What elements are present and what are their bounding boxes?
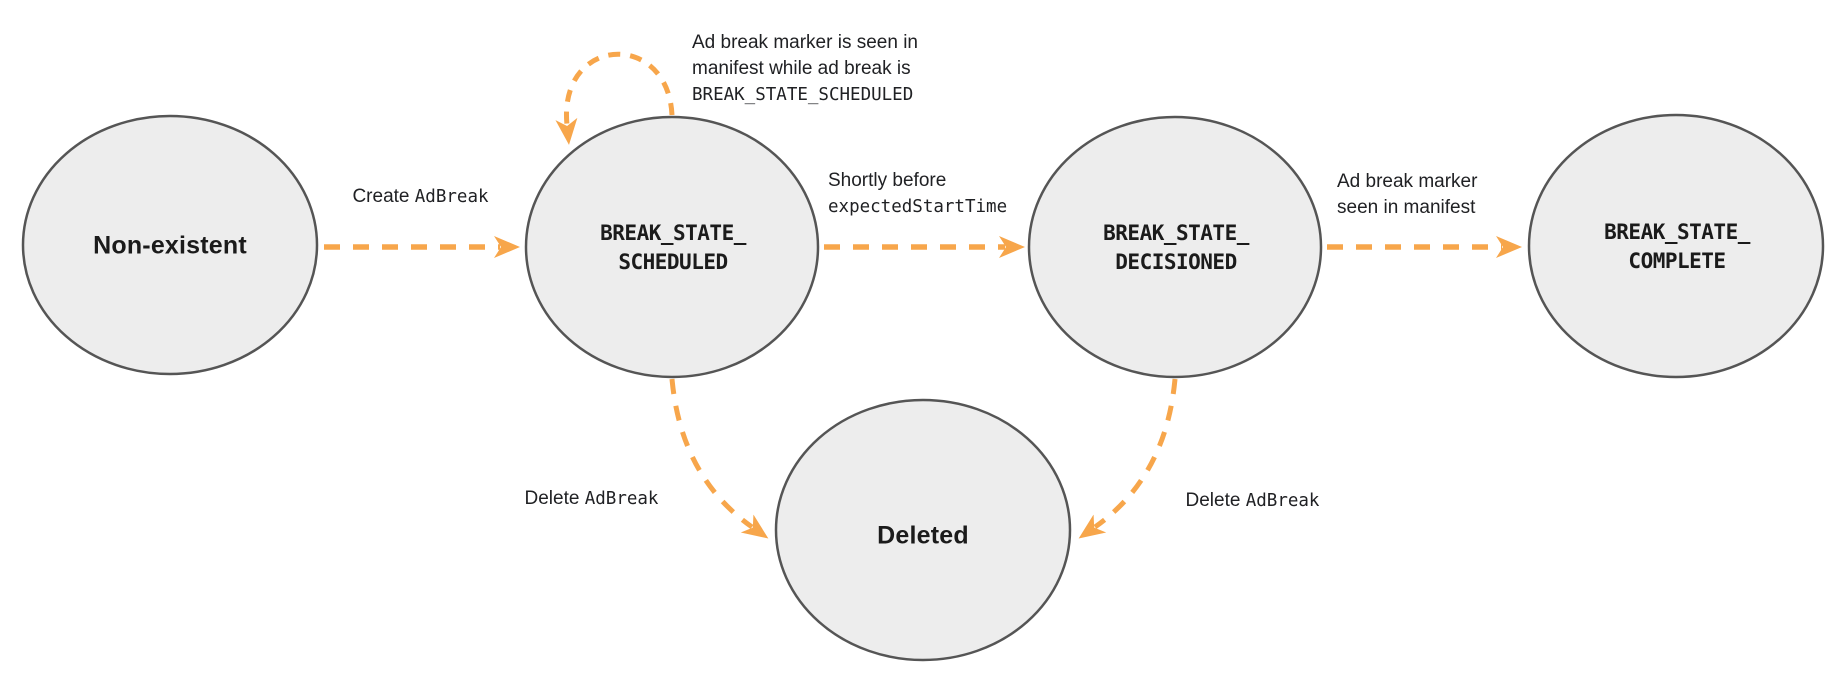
edge-label-marker-seen: Ad break marker seen in manifest: [1337, 169, 1477, 221]
node-label-line: COMPLETE: [1628, 249, 1726, 273]
state-node-non-existent: [21, 114, 319, 376]
state-node-deleted: [774, 398, 1072, 662]
transition-arrow-delete-from-scheduled: [669, 378, 769, 539]
node-label-line: BREAK_STATE_: [600, 221, 746, 245]
edge-label-code: AdBreak: [414, 187, 489, 207]
edge-label-line: manifest while ad break is: [692, 58, 911, 79]
edge-label-code: AdBreak: [1245, 491, 1320, 511]
node-label-line: BREAK_STATE_: [1103, 221, 1249, 245]
edge-label-line: Ad break marker: [1337, 171, 1478, 192]
node-label-line: DECISIONED: [1115, 250, 1237, 274]
node-label-deleted: Deleted: [877, 521, 969, 550]
edge-label-code: AdBreak: [584, 489, 659, 509]
edge-label-delete-adbreak-left: Delete AdBreak: [514, 486, 669, 512]
node-label-break-state-scheduled: BREAK_STATE_ SCHEDULED: [600, 219, 746, 277]
edge-label-text: Create: [352, 186, 410, 207]
edge-label-create-adbreak: Create AdBreak: [343, 184, 498, 210]
edge-label-line: seen in manifest: [1337, 197, 1476, 218]
edge-label-delete-adbreak-right: Delete AdBreak: [1175, 488, 1330, 514]
node-label-line: SCHEDULED: [618, 250, 728, 274]
edge-label-self-loop: Ad break marker is seen in manifest whil…: [692, 30, 918, 108]
node-label-break-state-decisioned: BREAK_STATE_ DECISIONED: [1103, 219, 1249, 277]
node-label-non-existent: Non-existent: [93, 231, 247, 260]
state-node-break-state-complete: [1527, 113, 1825, 379]
state-node-break-state-decisioned: [1027, 115, 1323, 379]
node-label-break-state-complete: BREAK_STATE_ COMPLETE: [1604, 218, 1750, 276]
node-label-line: BREAK_STATE_: [1604, 220, 1750, 244]
edge-label-code: expectedStartTime: [828, 197, 1008, 217]
edge-label-code: BREAK_STATE_SCHEDULED: [692, 85, 914, 105]
transition-arrow-delete-from-decisioned: [1078, 378, 1178, 539]
edge-label-line: Shortly before: [828, 170, 947, 191]
edge-label-line: Ad break marker is seen in: [692, 32, 918, 53]
edge-label-shortly-before: Shortly before expectedStartTime: [828, 168, 1007, 220]
edge-label-text: Delete: [524, 488, 580, 509]
transition-arrow-self-loop: [555, 51, 675, 145]
edge-label-text: Delete: [1185, 490, 1241, 511]
state-node-break-state-scheduled: [524, 115, 820, 379]
